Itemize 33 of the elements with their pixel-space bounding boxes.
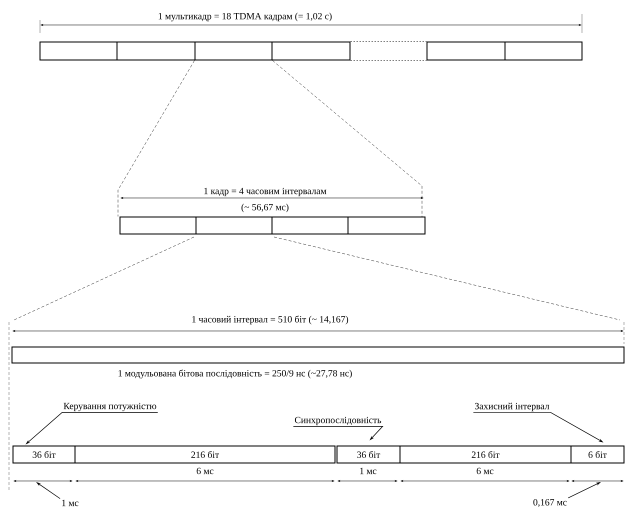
gap-line [350, 41, 427, 42]
field-cell: 36 біт [12, 445, 76, 464]
field-cell: 36 біт [336, 445, 400, 464]
callout-label: Керування потужністю [64, 402, 156, 412]
frame-cell [40, 42, 118, 60]
callout-label: Синхропослідовність [294, 416, 382, 426]
callout-label: 1 мс [62, 500, 78, 506]
callout-label: 0,167 мс [533, 499, 567, 507]
dimension-label: 1 модульована бітова послідовність = 250/9 нс (~27,78 нс) [116, 368, 354, 380]
zoom-line [272, 60, 422, 217]
frame-cell [426, 42, 506, 60]
field-cell: 216 біт [74, 445, 336, 464]
frame-cell [196, 216, 272, 234]
dimension-label: (~ 56,67 мс) [240, 202, 290, 214]
dimension-label: 6 мс [475, 466, 495, 476]
field-cell: 6 біт [570, 445, 624, 464]
dimension-label: 1 мс [358, 466, 378, 476]
frame-cell [504, 42, 582, 60]
frame-cell [348, 216, 426, 234]
frame-cell [120, 216, 196, 234]
time-slot-bar [12, 346, 624, 364]
frame-cell [272, 216, 348, 234]
frame-cell [194, 42, 272, 60]
callout-label: Захисний інтервал [475, 402, 550, 412]
dimension-label: 1 мультикадр = 18 TDMA кадрам (= 1,02 с) [156, 12, 334, 22]
zoom-line [118, 60, 195, 217]
dimension-label: 6 мс [195, 466, 215, 476]
field-cell: 216 біт [400, 445, 572, 464]
frame-cell [116, 42, 196, 60]
gap-line [350, 60, 427, 61]
dimension-label: 1 часовий інтервал = 510 біт (~ 14,167) [190, 314, 350, 326]
frame-cell [272, 42, 350, 60]
dimension-label: 1 кадр = 4 часовим інтервалам [202, 186, 328, 198]
